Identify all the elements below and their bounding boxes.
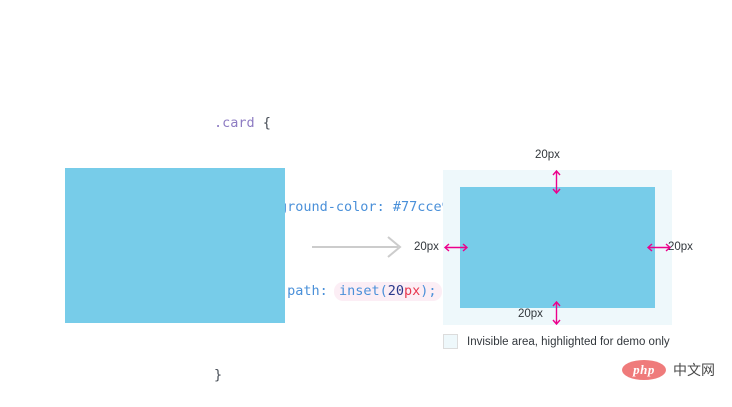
- measure-arrow-left-icon: [443, 243, 469, 252]
- css-value-color: #77cce9: [392, 199, 450, 215]
- code-line-closing-brace: }: [214, 365, 458, 386]
- measure-arrow-right-icon: [646, 243, 672, 252]
- legend: Invisible area, highlighted for demo onl…: [443, 334, 670, 349]
- colon: :: [319, 283, 336, 299]
- css-selector: .card: [214, 115, 255, 131]
- transition-arrow-icon: [312, 236, 402, 258]
- css-function-inset: inset(: [338, 283, 388, 299]
- measure-label-top: 20px: [535, 149, 560, 161]
- measure-arrow-top-icon: [552, 169, 561, 195]
- measure-label-bottom: 20px: [518, 308, 543, 320]
- inset-unit: px: [403, 283, 421, 299]
- visible-clipped-area: [460, 187, 655, 308]
- highlighted-inset-value: inset(20px);: [333, 282, 442, 301]
- source-rectangle: [65, 168, 285, 323]
- css-code-snippet: .card { background-color: #77cce9; clip-…: [214, 50, 458, 407]
- legend-swatch: [443, 334, 458, 349]
- clip-path-demo-diagram: [443, 170, 672, 325]
- paren-close: ): [420, 283, 429, 299]
- php-logo-badge: php: [622, 360, 666, 380]
- colon: :: [376, 199, 393, 215]
- semicolon: ;: [428, 283, 437, 299]
- inset-number: 20: [387, 283, 404, 299]
- watermark: php 中文网: [622, 360, 715, 380]
- brace-close: }: [214, 367, 223, 383]
- code-line-selector: .card {: [214, 113, 458, 134]
- brace-open: {: [254, 115, 271, 131]
- measure-label-left: 20px: [414, 241, 439, 253]
- legend-label: Invisible area, highlighted for demo onl…: [467, 335, 670, 348]
- measure-arrow-bottom-icon: [552, 300, 561, 326]
- watermark-text: 中文网: [673, 363, 715, 379]
- measure-label-right: 20px: [668, 241, 693, 253]
